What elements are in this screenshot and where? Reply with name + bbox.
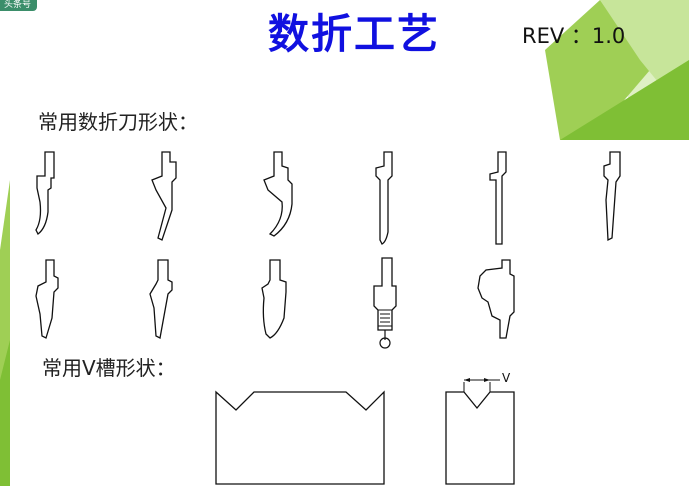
punch-tool-4-icon (372, 150, 406, 246)
vgroove-heading: 常用V槽形状： (42, 356, 176, 380)
v-dimension-label: V (502, 371, 511, 385)
content-panel (10, 141, 689, 486)
punch-tool-2-icon (148, 150, 196, 245)
punch-tool-7-icon (32, 258, 66, 342)
punch-tool-1-icon (32, 150, 66, 240)
punch-tool-9-icon (258, 258, 292, 342)
punch-tool-3-icon (262, 150, 306, 240)
punch-tool-10-icon (368, 256, 404, 350)
page-title: 数折工艺 (268, 10, 440, 58)
punch-tool-6-icon (596, 150, 630, 242)
punch-tool-8-icon (146, 258, 180, 342)
tools-heading: 常用数折刀形状： (38, 110, 198, 134)
v-groove-die-wide-icon (210, 388, 390, 486)
punch-tool-5-icon (486, 150, 520, 246)
punch-tool-11-icon (472, 258, 520, 342)
corner-tag: 头条号 (0, 0, 38, 11)
revision-label: REV ：1.0 (522, 24, 626, 48)
v-groove-die-narrow-icon (440, 378, 520, 486)
